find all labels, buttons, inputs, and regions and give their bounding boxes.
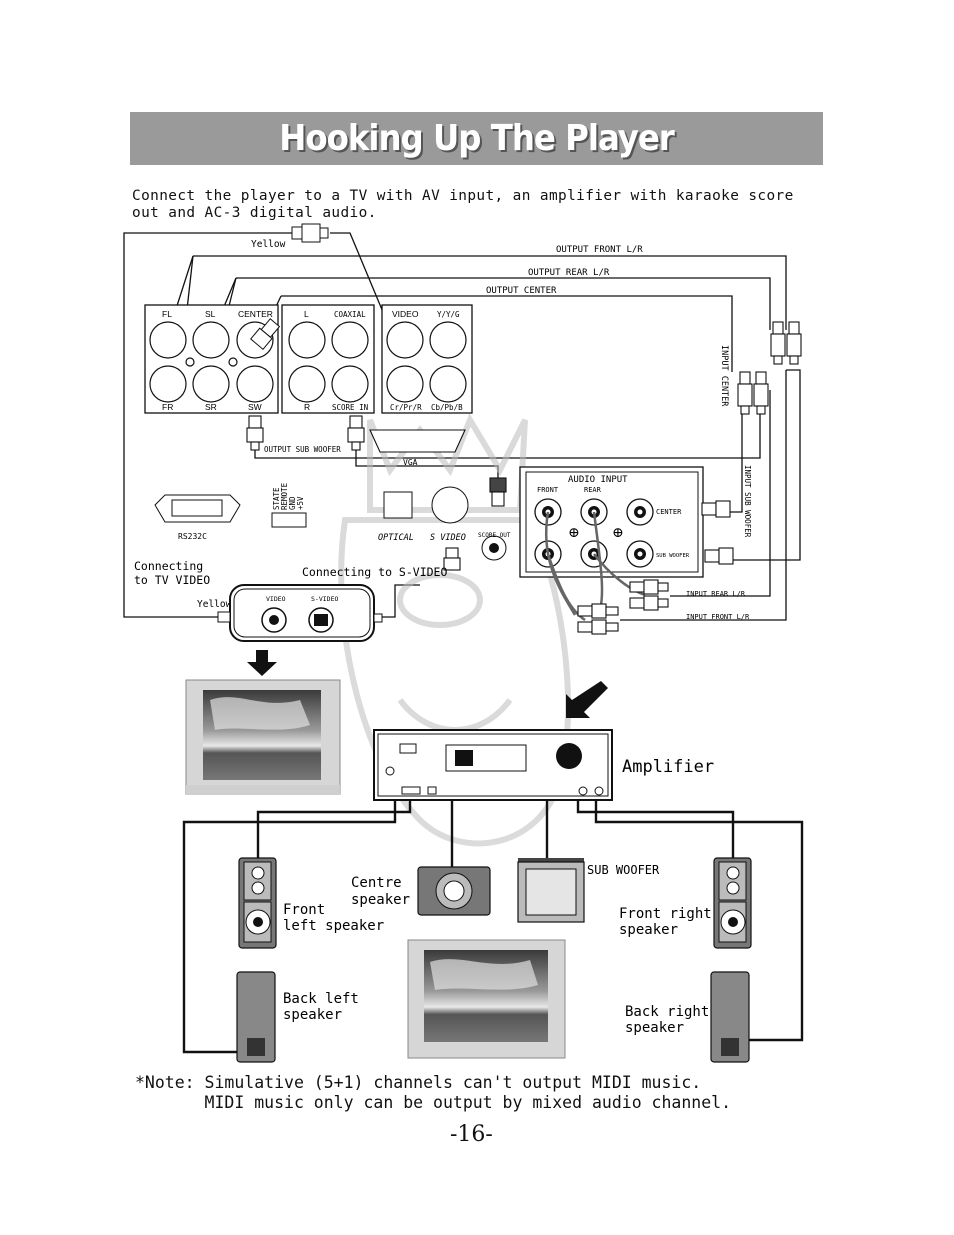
port-coaxial: COAXIAL — [334, 310, 366, 319]
wire-label-yellow-bottom: Yellow — [197, 599, 232, 610]
back-left-label-2: speaker — [283, 1007, 342, 1023]
wire-label-input-sub: INPUT SUB WOOFER — [743, 465, 752, 538]
port-vga: VGA — [403, 458, 418, 467]
audio-input-front: FRONT — [537, 486, 559, 494]
wire-label-output-rear: OUTPUT REAR L/R — [528, 268, 610, 278]
gray-rca-cables — [544, 511, 646, 622]
port-sl: SL — [205, 309, 216, 319]
audio-input-center: CENTER — [656, 508, 682, 516]
tv-top — [185, 679, 341, 795]
port-cr: Cr/Pr/R — [390, 403, 422, 412]
back-right-label-2: speaker — [625, 1020, 684, 1036]
arrow-down-to-tv — [247, 650, 277, 676]
wire-label-output-center: OUTPUT CENTER — [486, 286, 557, 296]
back-right-speaker — [710, 971, 750, 1063]
pin-state: STATE — [272, 487, 281, 510]
front-right-speaker — [713, 857, 752, 949]
port-video: VIDEO — [392, 309, 419, 319]
port-r: R — [304, 402, 310, 412]
rear-ports-bottom: OPTICAL S VIDEO SCORE OUT — [378, 486, 511, 561]
footnote-line-1: *Note: Simulative (5+1) channels can't o… — [135, 1073, 702, 1092]
tv-bottom — [407, 939, 566, 1059]
arrow-to-amplifier — [566, 681, 608, 718]
port-fr: FR — [162, 402, 173, 412]
wire-label-input-front: INPUT FRONT L/R — [686, 613, 750, 621]
pin-gnd: GND — [288, 496, 297, 510]
port-optical: OPTICAL — [378, 533, 414, 543]
port-score-out: SCORE OUT — [478, 532, 511, 539]
wire-label-input-center: INPUT CENTER — [719, 345, 729, 407]
sub-woofer-label: SUB WOOFER — [587, 863, 660, 877]
wire-label-output-front: OUTPUT FRONT L/R — [556, 245, 643, 255]
port-fl: FL — [162, 309, 172, 319]
back-right-label-1: Back right — [625, 1004, 709, 1020]
speaker-wiring — [182, 800, 804, 1054]
footnote-line-2: MIDI music only can be output by mixed a… — [135, 1093, 732, 1112]
port-cb: Cb/Pb/B — [431, 403, 463, 412]
plus-mark-2: ⊕ — [612, 525, 624, 541]
audio-input-sub: SUB WOOFER — [656, 553, 690, 559]
front-right-label-1: Front right — [619, 906, 712, 922]
page-number: -16- — [450, 1122, 493, 1147]
rca-plugs-right — [701, 321, 802, 565]
panel-speaker-outputs: FL SL CENTER FR SR SW — [144, 304, 279, 414]
amplifier-label: Amplifier — [622, 757, 714, 777]
port-l: L — [304, 309, 309, 319]
port-yyg: Y/Y/G — [437, 310, 460, 319]
sub-woofer — [517, 858, 585, 923]
footnote: *Note: Simulative (5+1) channels can't o… — [135, 1073, 731, 1113]
port-score-in: SCORE IN — [332, 403, 368, 412]
audio-input-title: AUDIO INPUT — [568, 475, 628, 485]
tv-port-svideo: S-VIDEO — [311, 595, 338, 603]
port-svideo: S VIDEO — [430, 533, 466, 543]
pin-remote: REMOTE — [280, 482, 289, 510]
center-plug — [250, 318, 281, 350]
centre-speaker — [417, 866, 491, 916]
yellow-plug-top — [291, 223, 329, 243]
port-rs232c: RS232C — [178, 532, 207, 541]
port-center: CENTER — [238, 309, 273, 319]
centre-speaker-label-1: Centre — [351, 875, 402, 891]
pin-5v: +5V — [296, 496, 305, 510]
front-left-label-2: left speaker — [283, 918, 384, 934]
back-left-speaker — [236, 971, 276, 1063]
centre-speaker-label-2: speaker — [351, 892, 410, 908]
control-header: STATE REMOTE GND +5V — [271, 482, 307, 528]
page-title: Hooking Up The Player — [279, 118, 675, 159]
back-left-label-1: Back left — [283, 991, 359, 1007]
panel-audio-block: L COAXIAL R SCORE IN — [281, 304, 375, 414]
wire-label-output-sub: OUTPUT SUB WOOFER — [264, 445, 341, 454]
title-banner: Hooking Up The Player — [130, 112, 823, 165]
tv-input-connector: VIDEO S-VIDEO — [217, 584, 383, 642]
amplifier-unit — [373, 729, 613, 801]
connecting-tv-label-2: to TV VIDEO — [134, 573, 210, 587]
gray-rca-plugs — [577, 579, 669, 635]
tv-port-video: VIDEO — [266, 595, 286, 603]
wire-label-yellow-top: Yellow — [251, 239, 286, 250]
front-left-speaker — [238, 857, 277, 949]
port-sw: SW — [248, 402, 262, 412]
intro-text: Connect the player to a TV with AV input… — [132, 188, 794, 221]
audio-input-rear: REAR — [584, 486, 602, 494]
connecting-tv-label-1: Connecting — [134, 559, 203, 573]
front-left-label-1: Front — [283, 902, 325, 918]
sub-and-score-plugs — [246, 415, 365, 451]
connecting-svideo-label: Connecting to S-VIDEO — [302, 565, 447, 579]
plus-mark-1: ⊕ — [568, 525, 580, 541]
vga-connector: VGA — [369, 429, 466, 467]
rs232c-port: RS232C — [154, 494, 241, 541]
score-out-plug — [443, 477, 507, 571]
front-right-label-2: speaker — [619, 922, 678, 938]
panel-video-block: VIDEO Y/Y/G Cr/Pr/R Cb/Pb/B — [381, 304, 473, 414]
wire-label-input-rear: INPUT REAR L/R — [686, 590, 746, 598]
port-sr: SR — [205, 402, 217, 412]
